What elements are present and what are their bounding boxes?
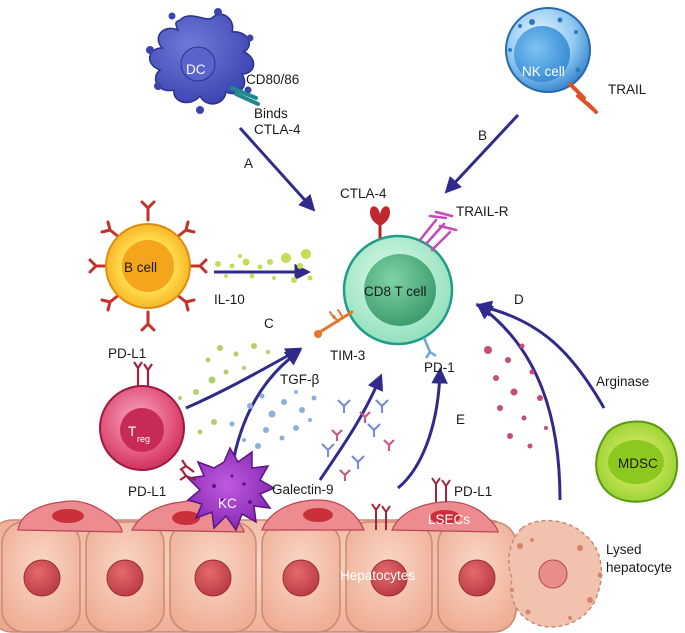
arrow-d-lysed [476, 303, 562, 501]
mdsc-label: MDSC [618, 456, 658, 471]
hepatocyte-layer [0, 519, 517, 633]
pd-l1-lsec-label: PD-L1 [454, 484, 492, 499]
il10-label: IL-10 [214, 292, 245, 307]
arrow-galectin [318, 373, 384, 481]
binds-label: Binds [254, 106, 288, 121]
pd-l1-on-treg [133, 361, 153, 386]
hepatocytes-label: Hepatocytes [340, 568, 415, 583]
mdsc-cell [595, 420, 679, 503]
arrow-c-label: C [264, 316, 274, 331]
tim3-receptor [314, 309, 354, 338]
treg-subscript: reg [137, 434, 150, 444]
cd80-86-receptor [230, 86, 260, 106]
arrow-b-label: B [478, 128, 487, 143]
galectin9-molecules [321, 399, 395, 481]
b-cell [88, 200, 208, 332]
pd-l1-on-lsec [371, 477, 451, 530]
arginase-particles [484, 343, 548, 449]
nk-cell-label: NK cell [522, 64, 565, 79]
kc-label: KC [218, 496, 237, 511]
pd-l1-kc-label: PD-L1 [128, 484, 166, 499]
trail-ligand [568, 82, 598, 114]
dendritic-cell [146, 8, 255, 114]
arrow-b [444, 113, 520, 194]
nk-cell [505, 7, 591, 93]
kupffer-cell [186, 446, 276, 532]
b-cell-label: B cell [124, 260, 157, 275]
arrow-e-label: E [456, 412, 465, 427]
cd80-86-label: CD80/86 [246, 72, 299, 87]
arrow-d-label: D [514, 292, 524, 307]
arrow-e [397, 367, 448, 490]
tgf-beta-particles [178, 343, 317, 449]
treg-cell [99, 385, 185, 471]
arrow-c-kc [230, 349, 302, 469]
arginase-label: Arginase [596, 374, 649, 389]
arrows [185, 113, 606, 501]
tgf-beta-label: TGF-β [280, 372, 319, 387]
hepatocyte-label: hepatocyte [606, 560, 672, 575]
lysed-hepatocyte [508, 519, 603, 628]
pd1-receptor [422, 337, 437, 359]
trail-r-receptor [418, 210, 458, 252]
lsec-layer [17, 499, 499, 533]
pd1-label: PD-1 [424, 360, 455, 375]
arrow-c-treg [185, 347, 303, 410]
galectin9-label: Galectin-9 [272, 482, 334, 497]
arrow-a [238, 126, 316, 212]
dc-label: DC [186, 62, 206, 77]
tim3-label: TIM-3 [330, 348, 365, 363]
arrow-a-label: A [244, 156, 253, 171]
ctla4-label: CTLA-4 [340, 186, 387, 201]
cd8-t-cell [342, 234, 454, 346]
treg-label: T [128, 424, 136, 439]
cd8-t-cell-label: CD8 T cell [364, 284, 427, 299]
lsecs-label: LSECs [428, 512, 470, 527]
binds-ctla4-label: CTLA-4 [254, 122, 301, 137]
il10-particles [215, 249, 313, 283]
ctla4-receptor [370, 206, 390, 238]
lysed-label: Lysed [606, 542, 642, 557]
arrow-d-arginase [475, 300, 606, 409]
trail-r-label: TRAIL-R [456, 204, 509, 219]
pd-l1-on-kc [179, 459, 197, 482]
pd-l1-treg-label: PD-L1 [108, 346, 146, 361]
trail-label: TRAIL [608, 82, 647, 97]
